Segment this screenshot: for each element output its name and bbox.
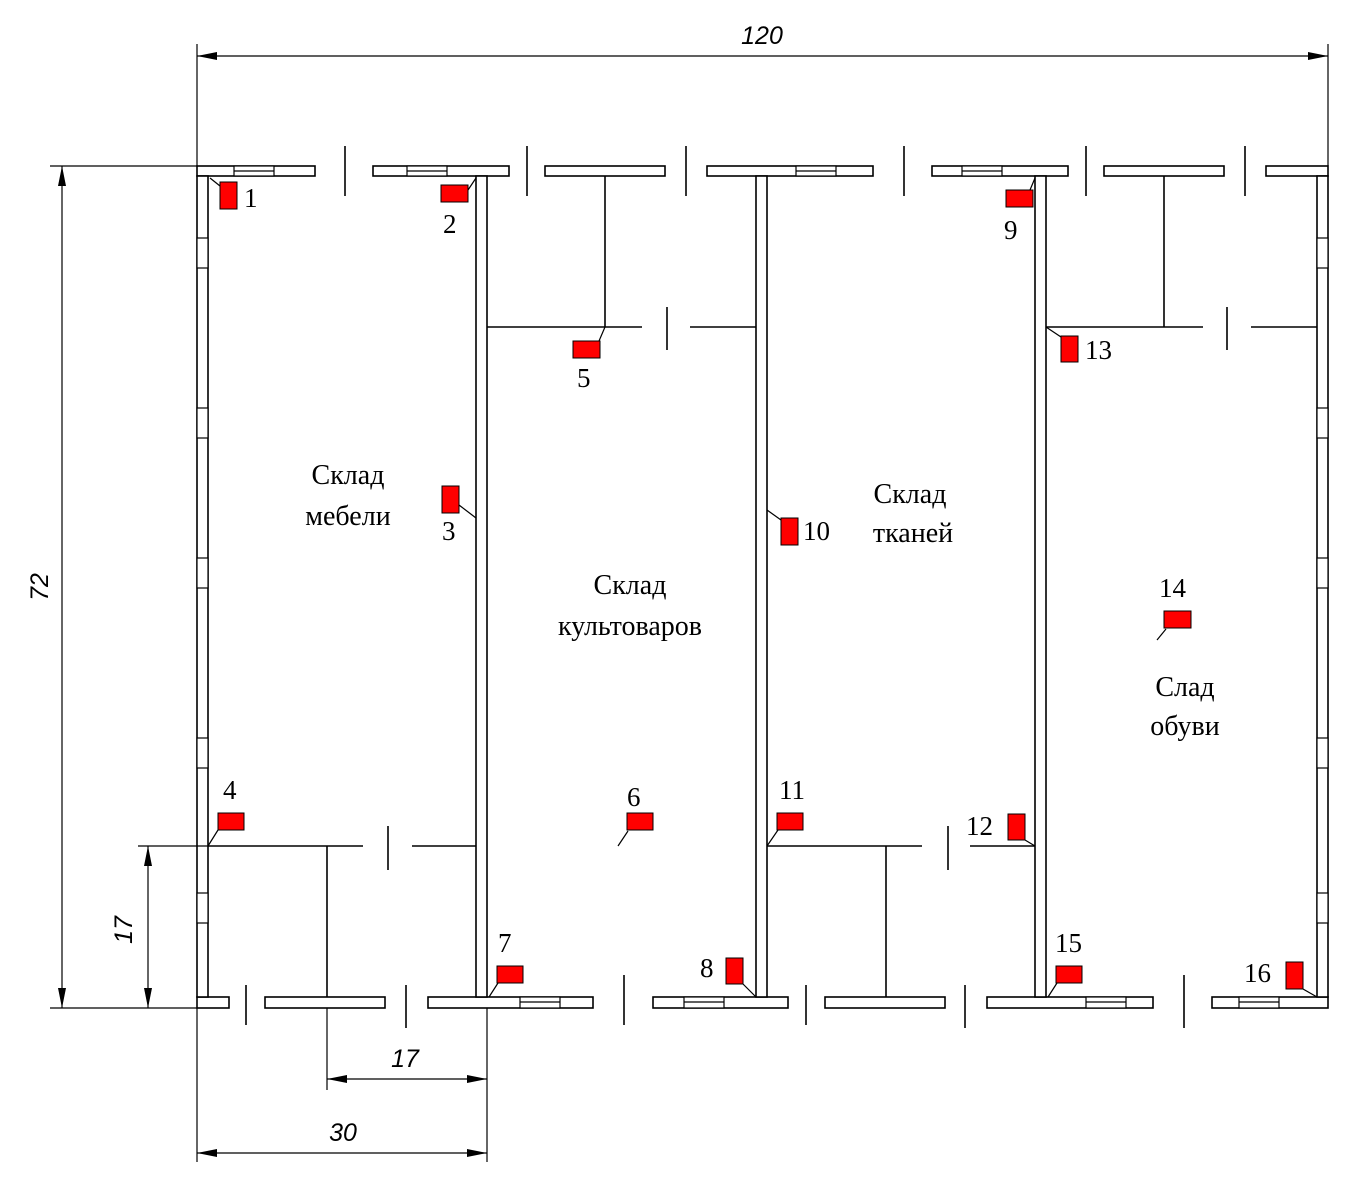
sensor-11-marker	[776, 812, 804, 831]
room-furniture-line2: мебели	[305, 501, 390, 532]
sensor-8-marker	[725, 957, 744, 985]
top-wall	[196, 146, 1329, 196]
sensor-12-label: 12	[966, 811, 993, 841]
sensor-14-label: 14	[1159, 573, 1187, 603]
sensor-9-label: 9	[1004, 215, 1018, 245]
sensor-4-label: 4	[223, 775, 237, 805]
side-walls	[196, 175, 1329, 998]
sensor-13-marker	[1060, 335, 1079, 363]
room-furniture-line1: Склад	[312, 460, 385, 491]
sensor-15-label: 15	[1055, 928, 1082, 958]
sensor-4-marker	[217, 812, 245, 831]
sensor-7-marker	[496, 965, 524, 984]
sensor-10-label: 10	[803, 516, 830, 546]
room-fabric-line1: Склад	[874, 479, 947, 510]
dim-bottom-left-width: 30	[329, 1119, 357, 1147]
sensor-2-label: 2	[443, 209, 457, 239]
sensor-6-marker	[626, 812, 654, 831]
sensor-1-marker	[219, 181, 238, 210]
room-culture-line2: культоваров	[558, 611, 702, 642]
dimensions: 120 72 17 17 30	[26, 22, 1329, 1162]
sensor-14-marker	[1163, 610, 1192, 629]
dim-total-width: 120	[741, 22, 783, 50]
sensor-2-marker	[440, 184, 469, 203]
sensor-12-marker	[1007, 813, 1026, 841]
dim-total-height: 72	[26, 573, 54, 601]
room-fabric-line2: тканей	[873, 518, 953, 549]
sensor-5-label: 5	[577, 363, 591, 393]
sensor-6-label: 6	[627, 782, 641, 812]
sensor-13-label: 13	[1085, 335, 1112, 365]
sensor-5-marker	[572, 340, 601, 359]
sensor-11-label: 11	[779, 775, 805, 805]
room-shoes-line2: обуви	[1150, 711, 1219, 742]
sensor-16-label: 16	[1244, 958, 1271, 988]
room-labels: Склад мебели Склад культоваров Склад тка…	[305, 460, 1219, 742]
sensor-1-label: 1	[244, 183, 258, 213]
bottom-wall	[196, 975, 1329, 1028]
dim-left-small-height: 17	[110, 915, 138, 944]
room-shoes-line1: Слад	[1155, 672, 1214, 703]
sensor-16-marker	[1285, 961, 1304, 990]
room-culture-line1: Склад	[594, 570, 667, 601]
sensor-7-label: 7	[498, 928, 512, 958]
interior-walls	[208, 175, 1317, 998]
sensor-10-marker	[780, 517, 799, 546]
sensors: 1 2 3 4 5 6 7 8 9 10	[207, 177, 1318, 998]
sensor-3-marker	[441, 485, 460, 514]
sensor-8-label: 8	[700, 953, 714, 983]
dim-bottom-mid-width: 17	[391, 1045, 420, 1073]
sensor-9-marker	[1005, 189, 1034, 208]
sensor-3-label: 3	[442, 516, 456, 546]
sensor-15-marker	[1055, 965, 1083, 984]
